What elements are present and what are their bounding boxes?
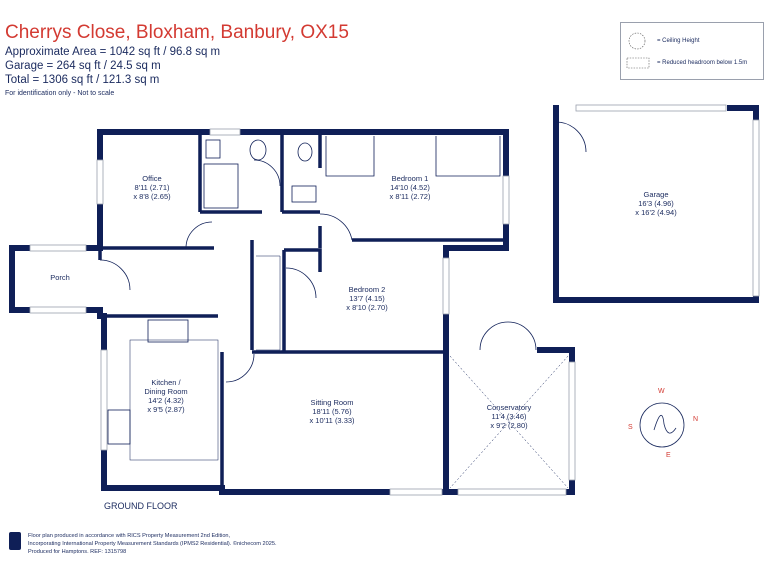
page-title: Cherrys Close, Bloxham, Banbury, OX15 [5, 22, 349, 43]
compass-s: S [628, 424, 633, 431]
garage-dims-2: x 16'2 (4.94) [635, 208, 677, 217]
kitchen-name-2: Dining Room [144, 387, 188, 396]
office-label: Office 8'11 (2.71) x 8'8 (2.65) [133, 174, 170, 201]
compass-logo [653, 415, 677, 434]
porch-window-south [29, 306, 87, 314]
bathroom-basin [205, 139, 221, 159]
porch-door [99, 259, 131, 291]
bed2-door [285, 267, 317, 299]
ceiling-height-icon [628, 32, 646, 50]
sitting-room-dims-2: x 10'11 (3.33) [309, 416, 355, 425]
conservatory-roof-lines [449, 355, 569, 489]
compass-circle [639, 402, 685, 448]
floor-name: GROUND FLOOR [104, 501, 178, 511]
footer-line-3: Produced for Hamptons. REF: 1315798 [28, 549, 127, 555]
kitchen-dims-2: x 9'5 (2.87) [147, 405, 185, 414]
footer-icon [9, 532, 21, 550]
bedroom2-dims-1: 13'7 (4.15) [349, 294, 385, 303]
bedroom2-name: Bedroom 2 [348, 285, 386, 294]
sitting-window [389, 488, 443, 496]
bedroom2-label: Bedroom 2 13'7 (4.15) x 8'10 (2.70) [346, 285, 387, 312]
sitting-room-label: Sitting Room 18'11 (5.76) x 10'11 (3.33) [309, 398, 354, 425]
bed1-window [502, 175, 510, 225]
kitchen-label: Kitchen / Dining Room 14'2 (4.32) x 9'5 … [144, 378, 187, 414]
footer-line-1: Floor plan produced in accordance with R… [28, 533, 231, 539]
garage-area: Garage = 264 sq ft / 24.5 sq m [5, 60, 161, 72]
office-name: Office [142, 174, 162, 183]
garage-label: Garage 16'3 (4.96) x 16'2 (4.94) [635, 190, 676, 217]
doors [99, 121, 587, 383]
document-icon [9, 532, 21, 550]
outer-wall-east [443, 245, 509, 357]
conservatory-dims-1: 11'4 (3.46) [491, 412, 527, 421]
conservatory-door [479, 321, 537, 351]
windows [29, 104, 760, 496]
conservatory-window-east [568, 361, 576, 481]
shower-fixture [203, 163, 239, 209]
bed2-window [442, 257, 450, 315]
garage-door [555, 121, 587, 153]
hall-cupboards [256, 255, 281, 351]
kitchen-dims-1: 14'2 (4.32) [148, 396, 184, 405]
sink [107, 409, 131, 445]
reduced-headroom-label: = Reduced headroom below 1.5m [657, 60, 748, 66]
office-dims-1: 8'11 (2.71) [134, 183, 170, 192]
ceiling-height-label: = Ceiling Height [657, 38, 700, 44]
hob [147, 319, 189, 343]
bedroom2-dims-2: x 8'10 (2.70) [346, 303, 388, 312]
garage-window-north [575, 104, 727, 112]
bed1-door [319, 213, 353, 241]
conservatory-dims-2: x 9'2 (2.80) [490, 421, 528, 430]
compass-n: N [693, 416, 699, 423]
fixtures [107, 136, 501, 461]
conservatory-wall [443, 347, 575, 495]
garage-wall [553, 105, 759, 303]
wardrobes [325, 136, 501, 177]
bathroom-window [209, 128, 241, 136]
kitchen-counter [129, 339, 219, 461]
bedroom1-label: Bedroom 1 14'10 (4.52) x 8'11 (2.72) [390, 174, 431, 201]
wc-basin [291, 185, 317, 203]
office-window [96, 159, 104, 205]
conservatory-window-south [457, 488, 567, 496]
bathroom-door [253, 159, 281, 187]
compass-w: W [658, 388, 665, 395]
internal-walls [98, 132, 506, 488]
sitting-room-name: Sitting Room [310, 398, 354, 407]
cupboard-wall [284, 248, 322, 272]
bedroom1-dims-1: 14'10 (4.52) [390, 183, 430, 192]
garage-window-east [752, 119, 760, 297]
garage-name: Garage [643, 190, 669, 199]
bathroom-toilet [249, 139, 267, 161]
approximate-area: Approximate Area = 1042 sq ft / 96.8 sq … [5, 46, 221, 58]
sitting-door [225, 353, 255, 383]
compass [639, 402, 685, 448]
office-door [185, 221, 213, 249]
legend-box: = Ceiling Height = Reduced headroom belo… [620, 22, 764, 80]
kitchen-name: Kitchen / [151, 378, 181, 387]
bedroom1-name: Bedroom 1 [391, 174, 429, 183]
garage-dims-1: 16'3 (4.96) [638, 199, 674, 208]
kitchen-window [100, 349, 108, 451]
footer-line-2: Incorporating International Property Mea… [28, 541, 277, 547]
legend-symbols [626, 32, 650, 69]
porch-label: Porch [50, 273, 70, 282]
conservatory-name: Conservatory [486, 403, 532, 412]
wc-toilet [297, 142, 313, 162]
sitting-room-dims-1: 18'11 (5.76) [312, 407, 352, 416]
total-area: Total = 1306 sq ft / 121.3 sq m [5, 74, 160, 86]
porch-name: Porch [50, 273, 70, 282]
bedroom1-dims-2: x 8'11 (2.72) [389, 192, 431, 201]
office-dims-2: x 8'8 (2.65) [133, 192, 171, 201]
conservatory-label: Conservatory 11'4 (3.46) x 9'2 (2.80) [487, 403, 532, 430]
compass-e: E [666, 452, 671, 459]
porch-window-north [29, 244, 87, 252]
reduced-headroom-icon [626, 57, 650, 69]
identification-note: For identification only - Not to scale [5, 90, 115, 97]
